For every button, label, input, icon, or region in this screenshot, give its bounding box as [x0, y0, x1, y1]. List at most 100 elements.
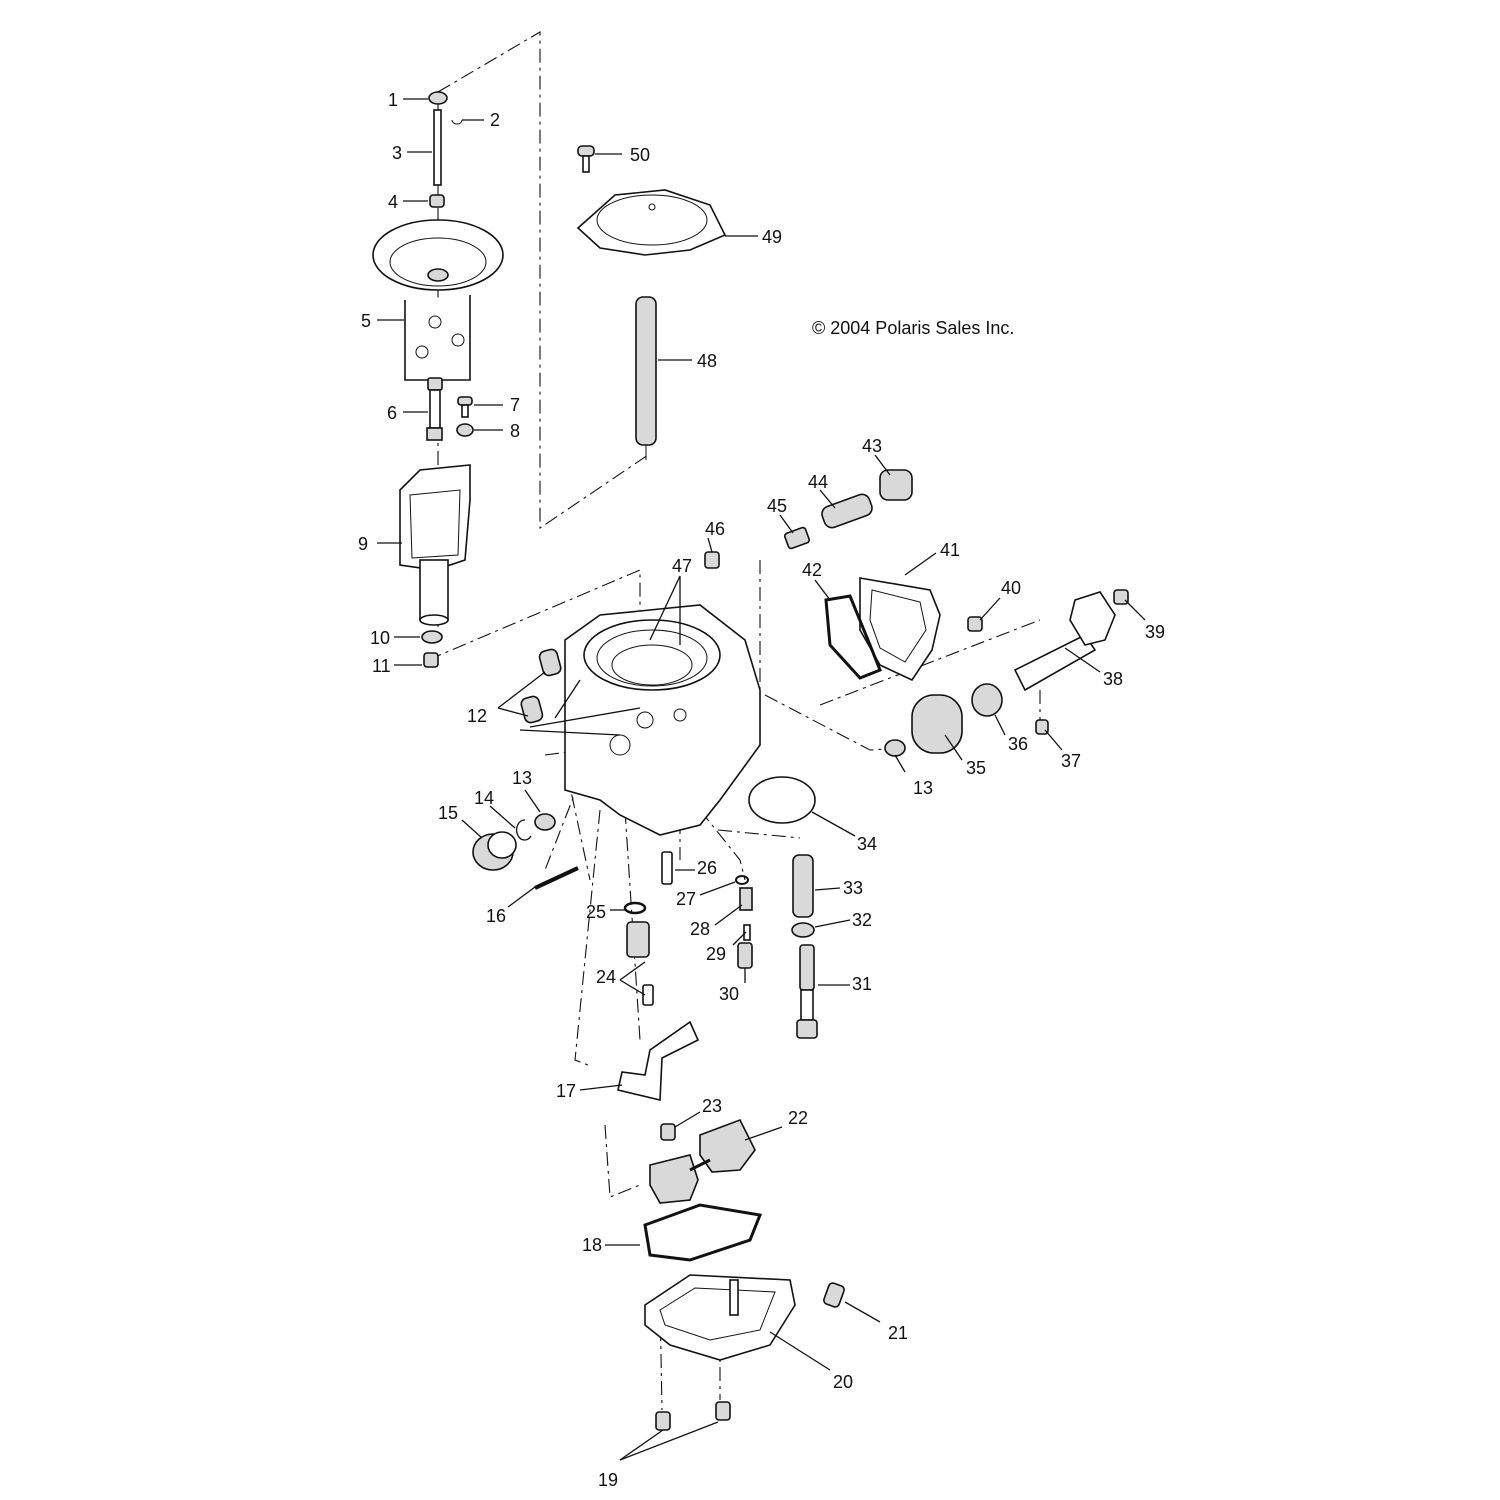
- label-25: 25: [586, 902, 606, 922]
- label-37: 37: [1061, 751, 1081, 771]
- label-38: 38: [1103, 669, 1123, 689]
- part-4-washer: [429, 194, 445, 208]
- part-20-float-bowl: [644, 1274, 796, 1361]
- part-34-plate: [748, 776, 816, 824]
- part-11-jet: [423, 652, 439, 668]
- label-8: 8: [510, 421, 520, 441]
- label-18: 18: [582, 1235, 602, 1255]
- part-3-needle: [433, 109, 442, 186]
- part-14-clip: [515, 819, 532, 841]
- part-40-screw: [967, 616, 983, 632]
- part-31-jet-holder: [796, 944, 818, 1039]
- part-12-plug-a: [538, 648, 562, 677]
- part-33-spring: [792, 854, 814, 918]
- callout-labels: 1 2 3 4 5 6 7 8 9 10 11 12 13 13 14 15 1…: [358, 90, 1165, 1490]
- label-46: 46: [705, 519, 725, 539]
- label-45: 45: [767, 496, 787, 516]
- part-38-throttle-shaft: [1013, 591, 1116, 692]
- part-15-cap: [472, 831, 517, 871]
- label-43: 43: [862, 436, 882, 456]
- part-8-lock-washer: [456, 423, 474, 437]
- label-29: 29: [706, 944, 726, 964]
- part-5-diaphragm-slide: [372, 219, 504, 381]
- part-19-screw-b: [715, 1401, 731, 1421]
- label-28: 28: [690, 919, 710, 939]
- label-13-b: 13: [913, 778, 933, 798]
- part-7-screw: [457, 396, 473, 418]
- part-48-spring: [635, 296, 657, 460]
- label-44: 44: [808, 472, 828, 492]
- part-36-bushing: [971, 683, 1003, 717]
- label-50: 50: [630, 145, 650, 165]
- copyright-text: © 2004 Polaris Sales Inc.: [812, 318, 1014, 338]
- part-30-screw: [737, 942, 753, 969]
- part-13-seal-a: [534, 813, 556, 831]
- label-48: 48: [697, 351, 717, 371]
- label-34: 34: [857, 834, 877, 854]
- part-drawings: [372, 91, 1129, 1431]
- label-27: 27: [676, 889, 696, 909]
- label-3: 3: [392, 143, 402, 163]
- part-18-gasket: [643, 1203, 763, 1262]
- part-12-plug-b: [520, 695, 544, 724]
- part-1-nut: [428, 91, 448, 105]
- label-20: 20: [833, 1372, 853, 1392]
- label-42: 42: [802, 560, 822, 580]
- label-2: 2: [490, 110, 500, 130]
- part-21-drain-screw: [823, 1282, 845, 1308]
- label-11: 11: [372, 656, 391, 676]
- label-19: 19: [598, 1470, 618, 1490]
- part-13-seal-b: [884, 739, 906, 757]
- part-2-clip: [451, 119, 463, 125]
- part-46-plug: [704, 551, 720, 569]
- part-27-o-ring: [735, 875, 749, 885]
- label-9: 9: [358, 534, 368, 554]
- part-16-pin: [534, 866, 579, 890]
- part-23-screw: [660, 1123, 676, 1141]
- part-10-washer: [421, 630, 443, 644]
- part-49-top-cap: [576, 189, 727, 256]
- part-22-float: [649, 1118, 756, 1204]
- part-6-holder: [426, 377, 443, 441]
- part-44-spring: [821, 493, 873, 529]
- part-25-o-ring: [623, 901, 647, 915]
- part-9-slide-body: [399, 464, 471, 626]
- part-17-bracket: [617, 1020, 700, 1102]
- label-24: 24: [596, 967, 616, 987]
- label-17: 17: [556, 1081, 576, 1101]
- label-31: 31: [852, 974, 872, 994]
- label-26: 26: [697, 858, 717, 878]
- label-49: 49: [762, 227, 782, 247]
- label-39: 39: [1145, 622, 1165, 642]
- part-26-pilot-jet: [661, 851, 673, 885]
- label-36: 36: [1008, 734, 1028, 754]
- part-19-screw-a: [655, 1411, 671, 1431]
- label-15: 15: [438, 803, 458, 823]
- label-14: 14: [474, 788, 494, 808]
- carburetor-body: [564, 604, 761, 836]
- part-35-spring: [911, 694, 963, 754]
- label-40: 40: [1001, 578, 1021, 598]
- part-28-spring: [739, 887, 753, 911]
- label-47: 47: [672, 556, 692, 576]
- label-35: 35: [966, 758, 986, 778]
- label-4: 4: [388, 192, 398, 212]
- part-29-washer: [743, 924, 751, 941]
- part-39-screw: [1113, 589, 1129, 605]
- label-22: 22: [788, 1108, 808, 1128]
- label-10: 10: [370, 628, 390, 648]
- label-6: 6: [387, 403, 397, 423]
- label-30: 30: [719, 984, 739, 1004]
- label-1: 1: [388, 90, 398, 110]
- label-21: 21: [888, 1323, 908, 1343]
- label-23: 23: [702, 1096, 722, 1116]
- part-42-gasket: [824, 594, 882, 680]
- label-12: 12: [467, 706, 487, 726]
- label-16: 16: [486, 906, 506, 926]
- label-32: 32: [852, 910, 872, 930]
- label-13-a: 13: [512, 768, 532, 788]
- part-32-washer: [791, 922, 815, 938]
- label-41: 41: [940, 540, 960, 560]
- part-43-fitting: [879, 469, 913, 501]
